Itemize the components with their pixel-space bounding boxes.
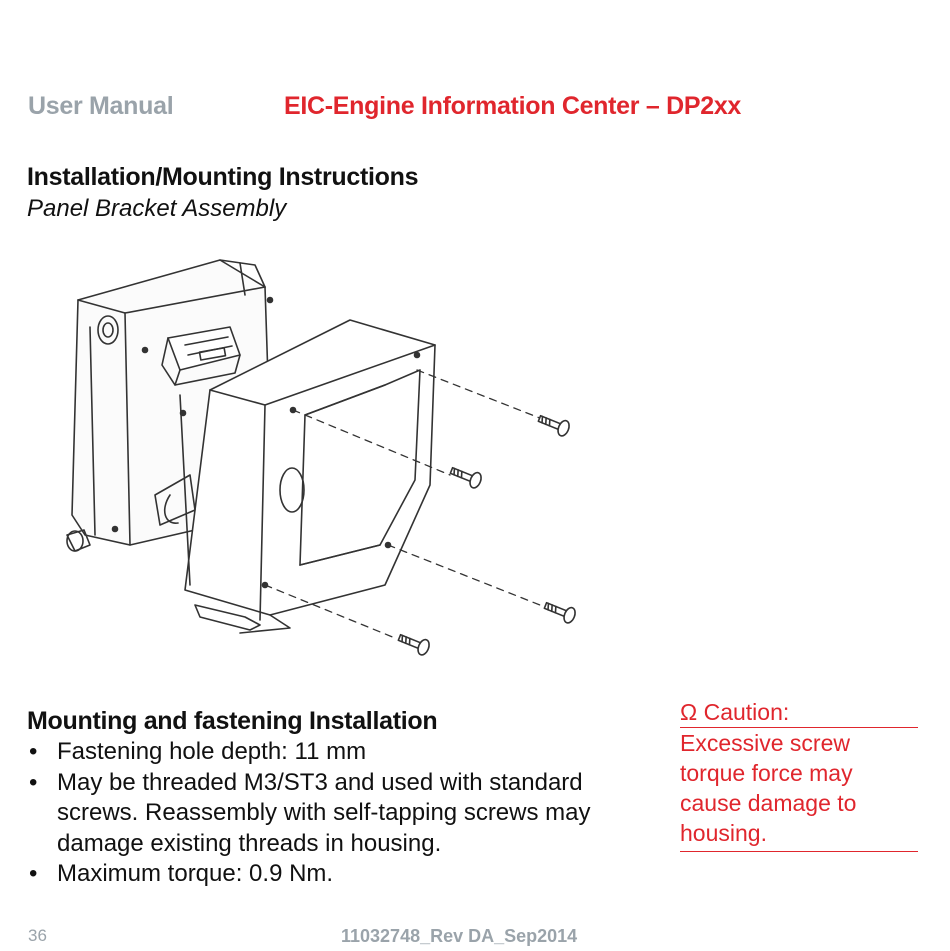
screws — [397, 414, 576, 656]
screw-alignment-lines — [264, 369, 551, 639]
header-manual-label: User Manual — [28, 92, 174, 120]
caution-box: Ω Caution: Excessive screw torque force … — [680, 697, 918, 852]
connector — [161, 326, 241, 386]
mounting-title: Mounting and fastening Installation — [27, 707, 438, 735]
mounting-bullet-list: Fastening hole depth: 11 mm May be threa… — [27, 737, 637, 890]
list-item: Fastening hole depth: 11 mm — [27, 737, 637, 768]
header-product-title: EIC-Engine Information Center – DP2xx — [284, 92, 742, 120]
document-id: 11032748_Rev DA_Sep2014 — [341, 926, 578, 946]
caution-icon: Ω — [680, 699, 698, 725]
caution-heading: Ω Caution: — [680, 697, 918, 728]
bracket-assembly-illustration — [66, 259, 576, 656]
section-subtitle: Panel Bracket Assembly — [27, 195, 287, 222]
list-item: May be threaded M3/ST3 and used with sta… — [27, 768, 637, 860]
caution-label: Caution: — [703, 699, 790, 725]
caution-text: Excessive screw torque force may cause d… — [680, 728, 918, 852]
page-number: 36 — [28, 926, 47, 945]
list-item: Maximum torque: 0.9 Nm. — [27, 859, 637, 890]
section-title: Installation/Mounting Instructions — [27, 163, 419, 191]
